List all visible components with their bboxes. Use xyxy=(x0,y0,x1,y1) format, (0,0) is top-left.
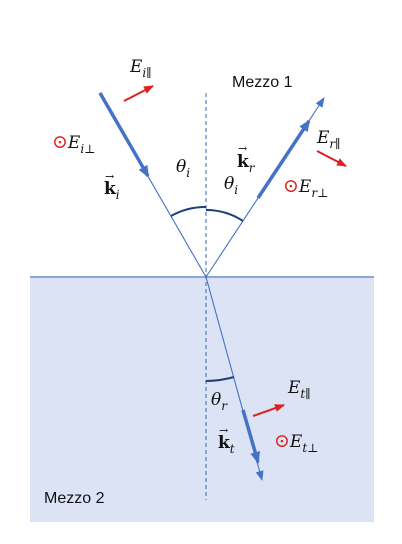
reflected-e-parallel-arrow xyxy=(316,150,347,167)
incident-angle-label: θi xyxy=(176,157,190,180)
incident-wavevector-arrow xyxy=(98,92,150,178)
refraction-angle-arc xyxy=(205,376,235,382)
reflected-wavevector-arrow-accent: → xyxy=(238,142,247,155)
transmitted-wavevector-label: kt xyxy=(218,433,235,456)
transmitted-e-perp-label: ⊙Et⊥ xyxy=(274,430,318,455)
incident-wavevector-label: ki xyxy=(104,179,120,202)
reflected-angle-arc xyxy=(205,208,244,222)
transmitted-e-parallel-label: Et∥ xyxy=(287,378,311,401)
incident-wavevector-arrow-accent: → xyxy=(105,170,114,183)
reflected-wavevector-arrow xyxy=(256,119,311,199)
incident-angle-arc xyxy=(170,205,207,217)
incident-e-perp-label: ⊙Ei⊥ xyxy=(52,131,95,156)
reflected-angle-label: θi xyxy=(224,174,238,197)
incident-e-parallel-label: Ei∥ xyxy=(129,57,152,80)
reflected-e-perp-label: ⊙Er⊥ xyxy=(283,175,328,200)
reflected-wavevector-label: kr xyxy=(237,152,256,175)
medium-1-label: Mezzo 1 xyxy=(232,74,293,91)
medium-2-label: Mezzo 2 xyxy=(44,490,105,507)
reflected-e-parallel-label: Er∥ xyxy=(316,128,341,151)
medium-2-region xyxy=(30,278,374,522)
transmitted-wavevector-arrow-accent: → xyxy=(219,424,228,437)
transmitted-wavevector-arrow xyxy=(241,409,261,464)
refraction-angle-label: θr xyxy=(211,390,228,413)
transmitted-e-parallel-arrow xyxy=(252,404,285,417)
incident-e-parallel-arrow xyxy=(123,85,154,102)
